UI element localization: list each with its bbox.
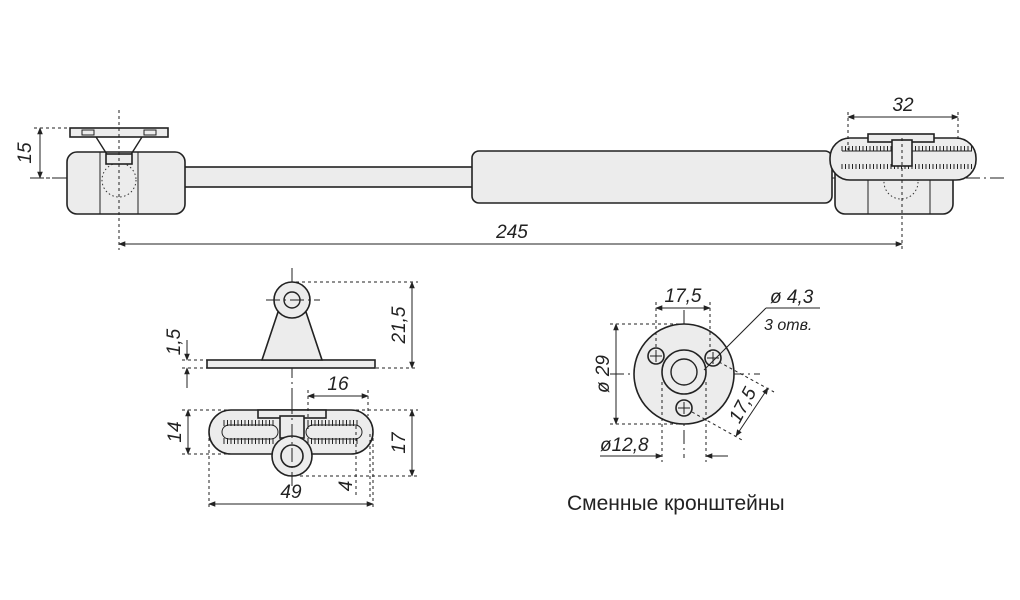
- dimension-49: 49: [208, 432, 374, 510]
- dimension-15: 15: [15, 127, 70, 179]
- bracket-base-plate: [206, 359, 376, 369]
- dim-label-4: 4: [336, 481, 357, 492]
- left-end-fitting: [66, 127, 186, 215]
- flange-center-boss: [661, 349, 707, 395]
- dimension-14: 14: [165, 409, 230, 455]
- cylinder: [471, 150, 833, 204]
- dimension-29: ø 29: [593, 323, 684, 425]
- caption: Сменные кронштейны: [567, 492, 785, 515]
- dimension-21-5: 21,5: [296, 281, 418, 369]
- dim-label-245: 245: [495, 222, 528, 243]
- dim-label-16: 16: [327, 374, 349, 395]
- dim-label-17-5-top: 17,5: [665, 286, 702, 307]
- dim-label-29: ø 29: [593, 355, 614, 393]
- leader-hole-diameter: ø 4,3 3 отв.: [703, 287, 820, 371]
- dim-label-32: 32: [892, 95, 914, 116]
- dim-label-17: 17: [389, 431, 410, 454]
- dim-label-14: 14: [165, 421, 186, 442]
- dimension-32: 32: [847, 95, 959, 150]
- dimension-12-8: ø12,8: [600, 382, 728, 462]
- dimension-245: 245: [118, 110, 903, 250]
- dim-label-49: 49: [280, 482, 302, 503]
- dimension-4: 4: [336, 426, 371, 498]
- bracket-side-view: 1,5 21,5: [164, 268, 418, 400]
- dim-label-1-5: 1,5: [164, 328, 185, 355]
- dim-label-12-8: ø12,8: [600, 435, 649, 456]
- right-end-fitting: [829, 133, 977, 215]
- flange-view: 17,5 ø 4,3 3 отв. ø 29 17,5: [593, 286, 820, 462]
- dimension-1-5: 1,5: [164, 328, 210, 388]
- piston-rod: [183, 166, 477, 188]
- dimension-17-5-top: 17,5: [655, 286, 711, 352]
- bracket-top-view: 16 14 17 4 49: [165, 374, 418, 510]
- dimension-16: 16: [307, 374, 369, 430]
- dimension-17: 17: [300, 409, 418, 477]
- bracket-web: [260, 311, 324, 361]
- dim-label-15: 15: [15, 142, 36, 164]
- dim-label-hole-count: 3 отв.: [764, 317, 812, 334]
- dim-label-21-5: 21,5: [389, 306, 410, 344]
- gas-spring: 15 32 245: [15, 95, 1005, 250]
- dim-label-hole-diameter: ø 4,3: [770, 287, 814, 308]
